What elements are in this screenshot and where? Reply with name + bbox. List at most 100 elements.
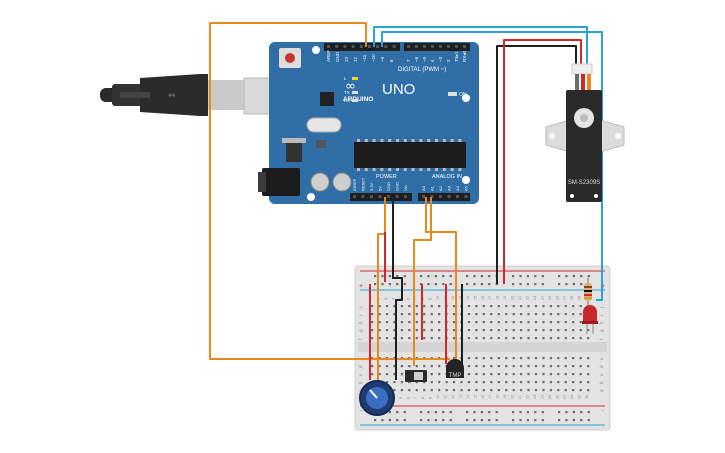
rail-hole [587, 275, 590, 278]
breadboard-hole [438, 329, 441, 332]
digital-pin-label: RX◂0 [462, 50, 467, 62]
column-number: 5 [399, 298, 403, 300]
servo-lead [587, 74, 591, 90]
breadboard-hole [467, 305, 471, 308]
breadboard-hole [475, 305, 478, 308]
chip-pin [458, 168, 462, 171]
column-number: 17 [488, 395, 492, 399]
rail-hole [512, 275, 515, 278]
breadboard-hole [430, 329, 433, 332]
rail-hole [580, 419, 583, 422]
breadboard-hole [438, 305, 441, 308]
rail-hole [473, 419, 476, 422]
rail-hole [403, 411, 406, 414]
rail-hole [388, 275, 391, 278]
breadboard-hole [452, 337, 456, 340]
rail-hole [526, 275, 529, 278]
header-hole [430, 195, 434, 198]
breadboard-hole [475, 321, 478, 324]
on-led-label: ON [459, 92, 467, 98]
rail-hole [512, 283, 515, 286]
analog-pin-label: A3 [447, 185, 452, 191]
dc-barrel-jack [262, 168, 300, 196]
chip-pin [396, 139, 399, 142]
column-number: 16 [481, 296, 485, 300]
column-number: 19 [503, 395, 507, 399]
reset-button[interactable] [285, 53, 295, 63]
breadboard-hole [579, 381, 582, 384]
breadboard-hole [482, 321, 485, 324]
crystal-oscillator [306, 117, 342, 133]
wire-orange-pin13-to-breadboard [209, 22, 450, 360]
breadboard-hole [467, 373, 471, 376]
slide-switch[interactable] [405, 370, 427, 382]
rail-hole [442, 411, 445, 414]
breadboard-hole [587, 337, 590, 340]
arduino-logo-icon: ∞ [345, 79, 356, 94]
analog-pin-label: A4 [455, 185, 460, 191]
rail-hole [449, 283, 452, 286]
breadboard-hole [579, 313, 582, 316]
breadboard-hole [423, 321, 426, 324]
servo-connector [571, 63, 593, 75]
breadboard-hole [527, 365, 530, 368]
breadboard-hole [467, 337, 471, 340]
breadboard-hole [564, 373, 567, 376]
rail-hole [580, 283, 583, 286]
rail-hole [534, 275, 537, 278]
row-letter: j [599, 307, 604, 309]
breadboard-hole [564, 313, 567, 316]
breadboard-hole [393, 365, 396, 368]
rail-hole [480, 419, 483, 422]
breadboard-hole [564, 337, 567, 340]
breadboard-hole [564, 389, 567, 392]
breadboard-hole [505, 305, 508, 308]
breadboard-hole [505, 381, 508, 384]
rail-minus-label: - [360, 408, 363, 415]
breadboard-hole [475, 365, 478, 368]
rail-hole [565, 411, 568, 414]
column-number: 22 [525, 395, 529, 399]
rail-hole [572, 283, 575, 286]
breadboard-hole [497, 365, 500, 368]
breadboard-hole [534, 305, 538, 308]
breadboard-hole [415, 305, 418, 308]
breadboard-hole [385, 337, 389, 340]
row-letter: b [599, 381, 604, 384]
rail-hole [466, 283, 469, 286]
rail-hole [565, 275, 568, 278]
row-letter: j [358, 307, 363, 309]
power-pin-label: RESET [361, 177, 366, 191]
breadboard-hole [542, 305, 545, 308]
breadboard-hole [512, 357, 515, 360]
rail-hole [572, 411, 575, 414]
breadboard-hole [423, 365, 426, 368]
rail-minus-label: - [602, 408, 605, 415]
header-hole [404, 195, 407, 198]
resistor-band [584, 286, 592, 288]
breadboard-hole [438, 313, 441, 316]
rail-hole [449, 411, 452, 414]
column-number: 9 [429, 397, 433, 399]
breadboard-hole [549, 337, 552, 340]
breadboard-hole [549, 305, 552, 308]
breadboard-center-channel [358, 342, 607, 352]
rail-hole [434, 275, 437, 278]
usb-interface-chip [320, 92, 334, 106]
breadboard-hole [371, 373, 374, 376]
breadboard-hole [452, 305, 456, 308]
breadboard-hole [438, 389, 441, 392]
breadboard-hole [475, 337, 478, 340]
mount-hole [462, 176, 470, 184]
resistor [584, 278, 592, 306]
slide-switch-knob[interactable] [414, 372, 423, 380]
breadboard-hole [512, 381, 515, 384]
breadboard-hole [549, 321, 552, 324]
breadboard-hole [549, 365, 552, 368]
breadboard-hole [452, 389, 456, 392]
potentiometer[interactable] [359, 380, 395, 416]
breadboard-hole [490, 365, 493, 368]
rail-hole [558, 411, 561, 414]
